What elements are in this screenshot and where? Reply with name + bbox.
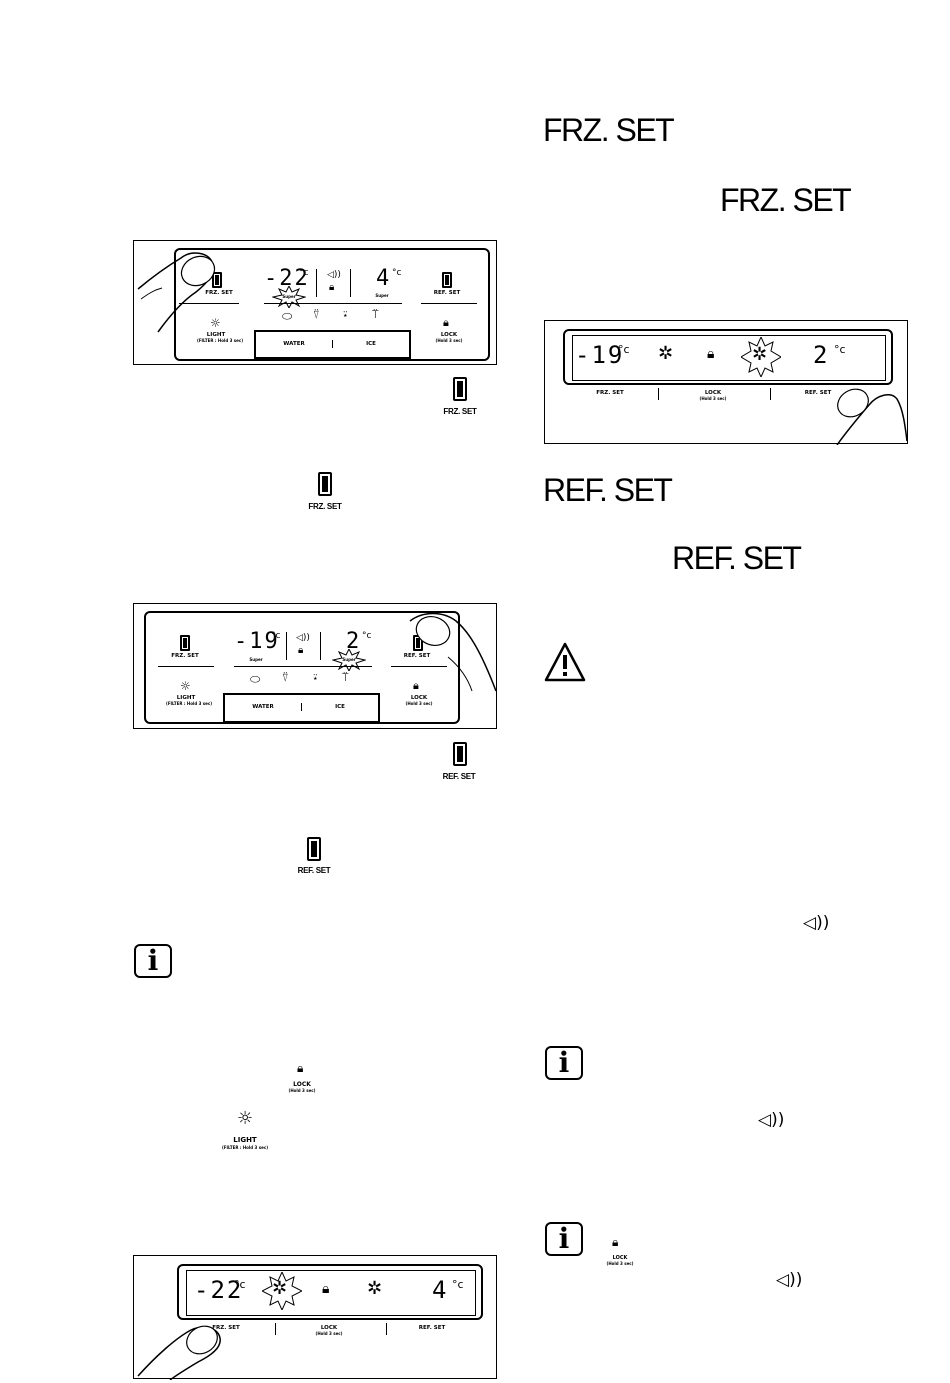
info-icon: i [545, 1046, 583, 1080]
control-panel-3: -19 °c ✲ 🔒︎ ✲ 2 °c FRZ. SET LOCK (Hold 3… [544, 320, 908, 445]
control-panel-1: FRZ. SET -22 °c Super ◁)) 🔒︎ 4 °c Super … [133, 240, 497, 365]
ice-button[interactable]: ICE [335, 704, 345, 710]
ice-cube-icon: ⍡ [342, 671, 349, 684]
control-panel-2: FRZ. SET -19 °c Super ◁)) 🔒︎ 2 °c Super … [133, 603, 497, 729]
water-button[interactable]: WATER [252, 704, 274, 710]
freezer-temp-display: -22 [264, 266, 310, 291]
heading-frz-set: FRZ. SET [720, 182, 852, 218]
info-icon: i [545, 1222, 583, 1256]
lock-button[interactable]: LOCK [320, 1325, 338, 1331]
lock-icon: 🔒︎ [707, 346, 715, 362]
frz-set-button[interactable] [212, 272, 222, 288]
super-burst-icon [332, 649, 366, 671]
frz-set-button[interactable] [180, 635, 190, 651]
display-frame [563, 329, 893, 385]
lock-icon: 🔒︎ [322, 1281, 330, 1297]
fridge-temp-display: 2 [346, 629, 362, 654]
frz-set-button-icon [453, 377, 467, 401]
water-drop-icon: ⍢ [313, 308, 320, 321]
finger-icon [137, 1325, 221, 1380]
snowflake-icon: ✲ [367, 1278, 383, 1299]
ref-set-button[interactable]: REF. SET [804, 390, 832, 396]
heading-ref-set: REF. SET [543, 472, 673, 508]
ref-set-button-icon [453, 742, 467, 766]
freezer-temp-display: -19 [575, 341, 625, 369]
lock-icon: 🔒︎ [443, 316, 449, 329]
fridge-temp-display: 4 [432, 1276, 449, 1304]
fridge-temp-display: 2 [813, 341, 830, 369]
super-burst-icon [272, 286, 306, 308]
finger-icon [137, 252, 216, 333]
heading-frz-set: FRZ. SET [543, 112, 675, 148]
light-icon: ☼ [237, 1108, 254, 1129]
frz-set-button[interactable]: FRZ. SET [212, 1325, 240, 1331]
freezer-temp-display: -19 [234, 629, 280, 654]
lock-icon: 🔒︎ [612, 1235, 619, 1249]
lock-icon: 🔒︎ [329, 282, 335, 293]
sound-icon: ◁)) [327, 270, 341, 280]
ice-cube-icon: ⍣ [342, 308, 349, 321]
lock-icon: 🔒︎ [297, 1061, 304, 1075]
lock-icon: 🔒︎ [413, 679, 419, 692]
super-burst-icon [741, 337, 781, 377]
water-drop-icon: ⬭ [282, 309, 293, 323]
finger-icon [409, 612, 497, 692]
ref-set-button-icon [307, 837, 321, 861]
super-label: Super [282, 294, 296, 299]
fridge-temp-display: 4 [376, 266, 392, 291]
display-frame [177, 1264, 483, 1320]
info-icon: i [134, 944, 172, 978]
frz-set-button[interactable]: FRZ. SET [596, 390, 624, 396]
ref-set-button[interactable]: REF. SET [418, 1325, 446, 1331]
ref-set-button[interactable] [442, 272, 452, 288]
frz-set-label: FRZ. SET [205, 290, 233, 296]
water-ice-panel [254, 330, 411, 359]
water-ice-panel [223, 693, 380, 723]
sound-icon: ◁)) [776, 1270, 803, 1290]
super-burst-icon [262, 1272, 302, 1310]
water-drop-icon: ⍢ [282, 671, 289, 684]
light-icon: ☼ [210, 316, 221, 330]
snowflake-icon: ✲ [752, 344, 768, 365]
lock-icon: 🔒︎ [298, 645, 304, 656]
panel-frame [174, 248, 490, 361]
water-drop-icon: ⬭ [250, 672, 261, 686]
lock-button[interactable]: LOCK [704, 390, 722, 396]
light-icon: ☼ [180, 679, 191, 693]
snowflake-icon: ✲ [272, 1278, 288, 1299]
ice-button[interactable]: ICE [366, 341, 376, 347]
ice-cube-icon: ⍡ [372, 308, 379, 321]
sound-icon: ◁)) [296, 633, 310, 643]
ice-cube-icon: ⍣ [312, 671, 319, 684]
sound-icon: ◁)) [758, 1110, 785, 1130]
freezer-temp-display: -22 [194, 1276, 244, 1304]
frz-set-button-icon [318, 472, 332, 496]
water-button[interactable]: WATER [283, 341, 305, 347]
sound-icon: ◁)) [803, 913, 830, 933]
control-panel-4: -22 °c ✲ 🔒︎ ✲ 4 °c FRZ. SET LOCK (Hold 3… [133, 1255, 497, 1380]
finger-icon [836, 388, 908, 445]
warning-icon [544, 642, 586, 682]
heading-ref-set: REF. SET [672, 540, 802, 576]
snowflake-icon: ✲ [658, 343, 674, 364]
